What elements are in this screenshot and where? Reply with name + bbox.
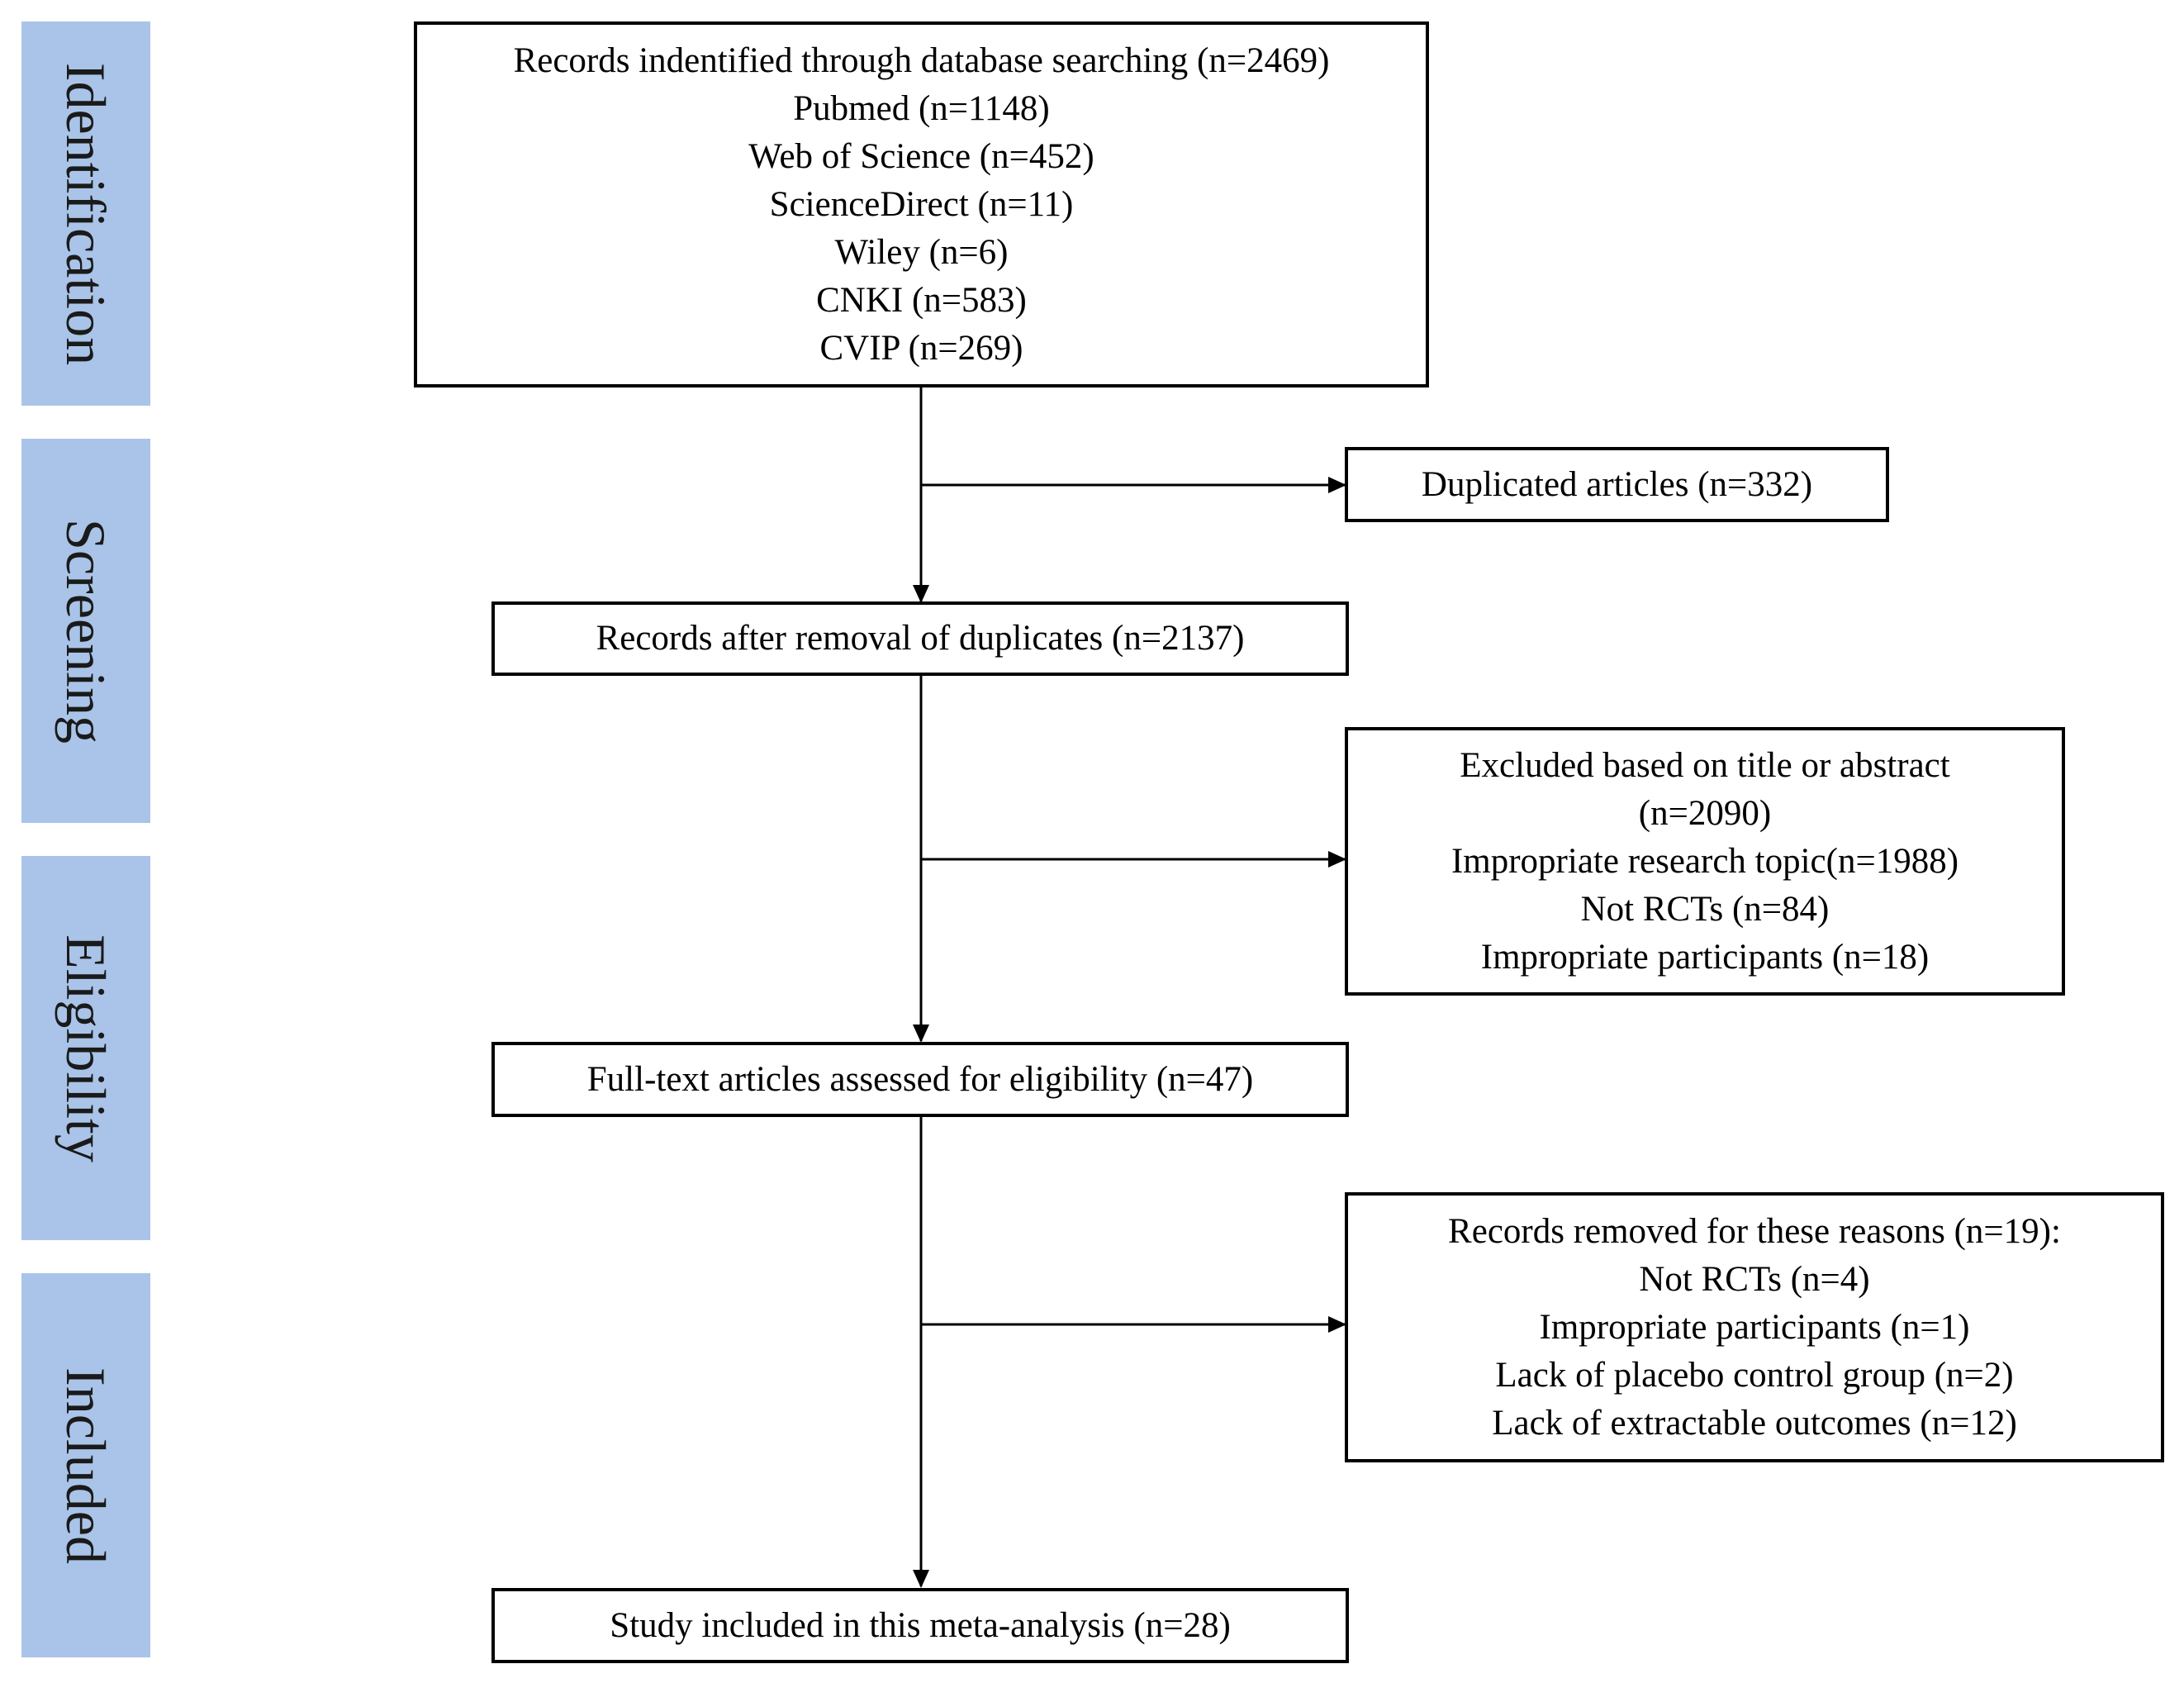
- line-cvip: CVIP (n=269): [819, 328, 1023, 368]
- line-included: Study included in this meta-analysis (n=…: [610, 1605, 1231, 1645]
- box-records-removed: Records removed for these reasons (n=19)…: [1345, 1192, 2164, 1462]
- line-web-of-science: Web of Science (n=452): [748, 136, 1094, 176]
- box-fulltext-assessed: Full-text articles assessed for eligibil…: [491, 1042, 1349, 1117]
- line-excluded-participants: Impropriate participants (n=18): [1480, 937, 1930, 977]
- line-removed-placebo: Lack of placebo control group (n=2): [1495, 1355, 2014, 1395]
- stage-included: Included: [21, 1273, 150, 1657]
- line-excluded-not-rcts: Not RCTs (n=84): [1580, 889, 1830, 929]
- line-sciencedirect: ScienceDirect (n=11): [769, 184, 1074, 224]
- line-excluded-topic: Impropriate research topic(n=1988): [1450, 841, 1959, 881]
- line-pubmed: Pubmed (n=1148): [793, 88, 1050, 128]
- box-after-duplicates: Records after removal of duplicates (n=2…: [491, 601, 1349, 676]
- line-fulltext: Full-text articles assessed for eligibil…: [586, 1059, 1254, 1099]
- stage-identification: Identification: [21, 21, 150, 406]
- line-after-duplicates: Records after removal of duplicates (n=2…: [596, 619, 1245, 658]
- line-excluded-total: (n=2090): [1638, 793, 1772, 833]
- line-cnki: CNKI (n=583): [816, 280, 1027, 320]
- box-excluded-title-abstract: Excluded based on title or abstract (n=2…: [1345, 727, 2065, 996]
- line-removed-participants: Impropriate participants (n=1): [1539, 1307, 1970, 1347]
- stage-screening: Screening: [21, 439, 150, 823]
- box-study-included: Study included in this meta-analysis (n=…: [491, 1588, 1349, 1663]
- box-records-identified: Records indentified through database sea…: [414, 21, 1429, 387]
- line-removed-outcomes: Lack of extractable outcomes (n=12): [1492, 1403, 2017, 1443]
- line-wiley: Wiley (n=6): [834, 232, 1009, 272]
- stage-eligibility: Eligibility: [21, 856, 150, 1240]
- line-removed-heading: Records removed for these reasons (n=19)…: [1448, 1211, 2061, 1251]
- box-duplicated-articles: Duplicated articles (n=332): [1345, 447, 1889, 522]
- line-identified-total: Records indentified through database sea…: [513, 40, 1330, 80]
- line-removed-not-rcts: Not RCTs (n=4): [1639, 1259, 1870, 1299]
- line-excluded-heading: Excluded based on title or abstract: [1460, 745, 1950, 785]
- line-duplicates: Duplicated articles (n=332): [1421, 464, 1813, 504]
